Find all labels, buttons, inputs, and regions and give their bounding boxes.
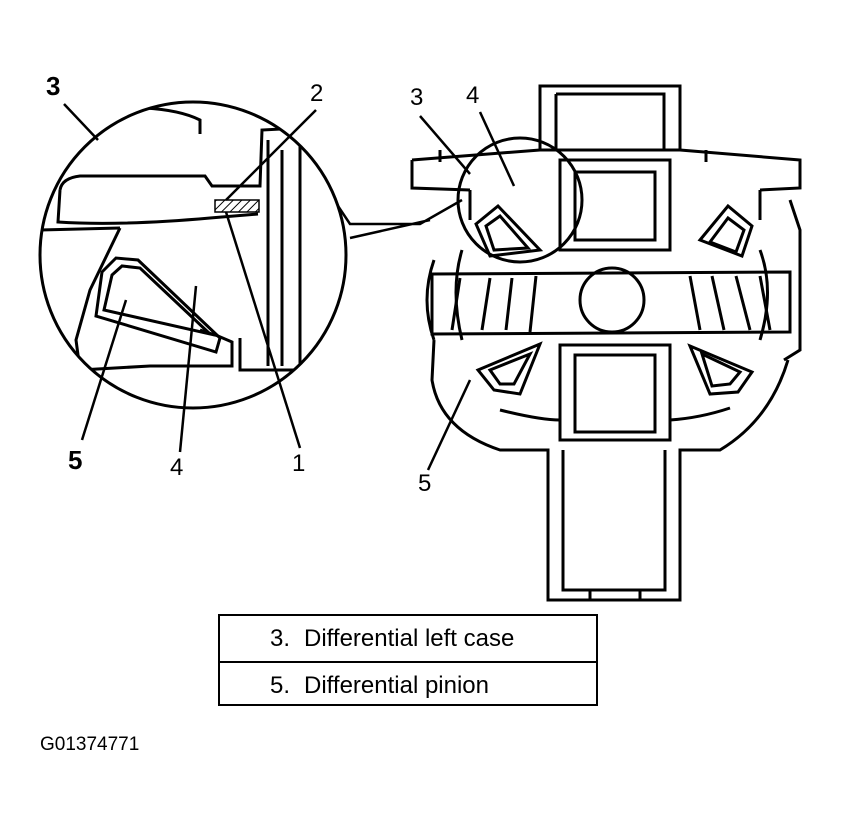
legend-number: 3. [269,624,290,652]
main-callout-case: 3 [410,84,424,111]
legend-description: Differential left case [304,624,515,652]
main-callout-pinion: 5 [418,470,432,497]
inset-callout-case: 3 [46,71,61,101]
inset-callout-washer-bottom: 1 [292,450,306,477]
inset-callout-washer-top: 2 [310,80,324,107]
legend-row: 3. Differential left case [220,616,596,661]
differential-cross-section [410,84,802,602]
inset-leader-line [336,198,463,240]
legend-row: 5. Differential pinion [220,661,596,708]
inset-callout-pinion: 5 [68,445,83,475]
legend-number: 5. [269,671,290,699]
inset-callout-gear: 4 [170,454,184,481]
legend-description: Differential pinion [304,671,490,699]
legend-table: 3. Differential left case 5. Differentia… [218,614,598,706]
figure-id: G01374771 [40,734,140,755]
main-callout-gear: 4 [466,82,480,109]
